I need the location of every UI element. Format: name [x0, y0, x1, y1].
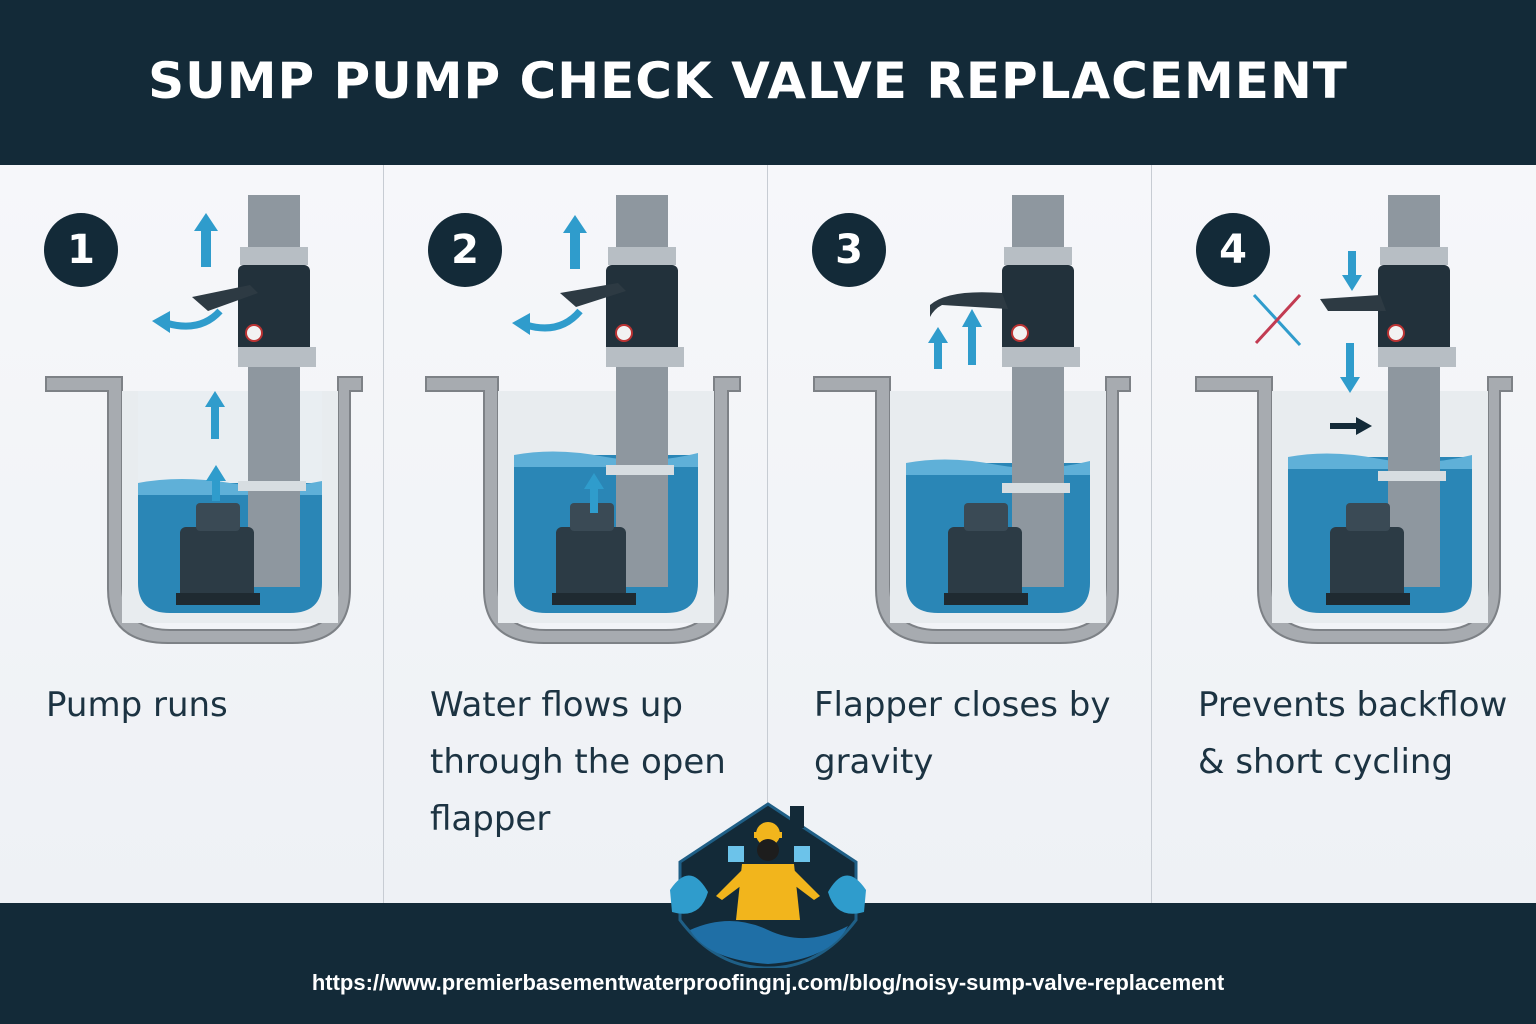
arrow-down-icon: [1340, 251, 1362, 393]
pump-illustration-4: [1195, 195, 1513, 644]
step-caption-4: Prevents backflow & short cycling: [1198, 685, 1508, 782]
header-bar: SUMP PUMP CHECK VALVE REPLACEMENT: [0, 0, 1536, 165]
page-title: SUMP PUMP CHECK VALVE REPLACEMENT: [148, 52, 1348, 110]
arrow-curved-icon: [165, 308, 223, 330]
step-caption-3: Flapper closes by gravity: [814, 685, 1111, 782]
step-panel-4: 4 Prevents backflow & short cycling: [1152, 165, 1536, 903]
pump-illustration-3: [813, 195, 1131, 644]
step-panel-2: 2 Water flows up through the open flappe…: [384, 165, 768, 903]
step-panel-1: 1 Pump runs: [0, 165, 384, 903]
footer-url[interactable]: https://www.premierbasementwaterproofing…: [311, 970, 1225, 995]
arrow-up-icon: [928, 309, 982, 369]
step-caption-2: Water flows up through the open flapper: [430, 685, 726, 839]
house-worker-logo: [670, 802, 866, 968]
pump-illustration-1: [45, 195, 363, 644]
step-number-2: 2: [428, 213, 502, 287]
arrow-up-icon: [194, 213, 226, 501]
arrow-up-icon: [563, 215, 604, 513]
step-number-3: 3: [812, 213, 886, 287]
step-panel-3: 3 Flapper closes by gravity: [768, 165, 1152, 903]
step-number-4: 4: [1196, 213, 1270, 287]
step-number-1: 1: [44, 213, 118, 287]
spark-x-icon: [1252, 293, 1302, 347]
step-caption-1: Pump runs: [46, 685, 228, 725]
arrow-curved-icon: [525, 308, 583, 332]
pump-illustration-2: [425, 195, 741, 644]
steps-panels: 1 Pump runs: [0, 165, 1536, 903]
